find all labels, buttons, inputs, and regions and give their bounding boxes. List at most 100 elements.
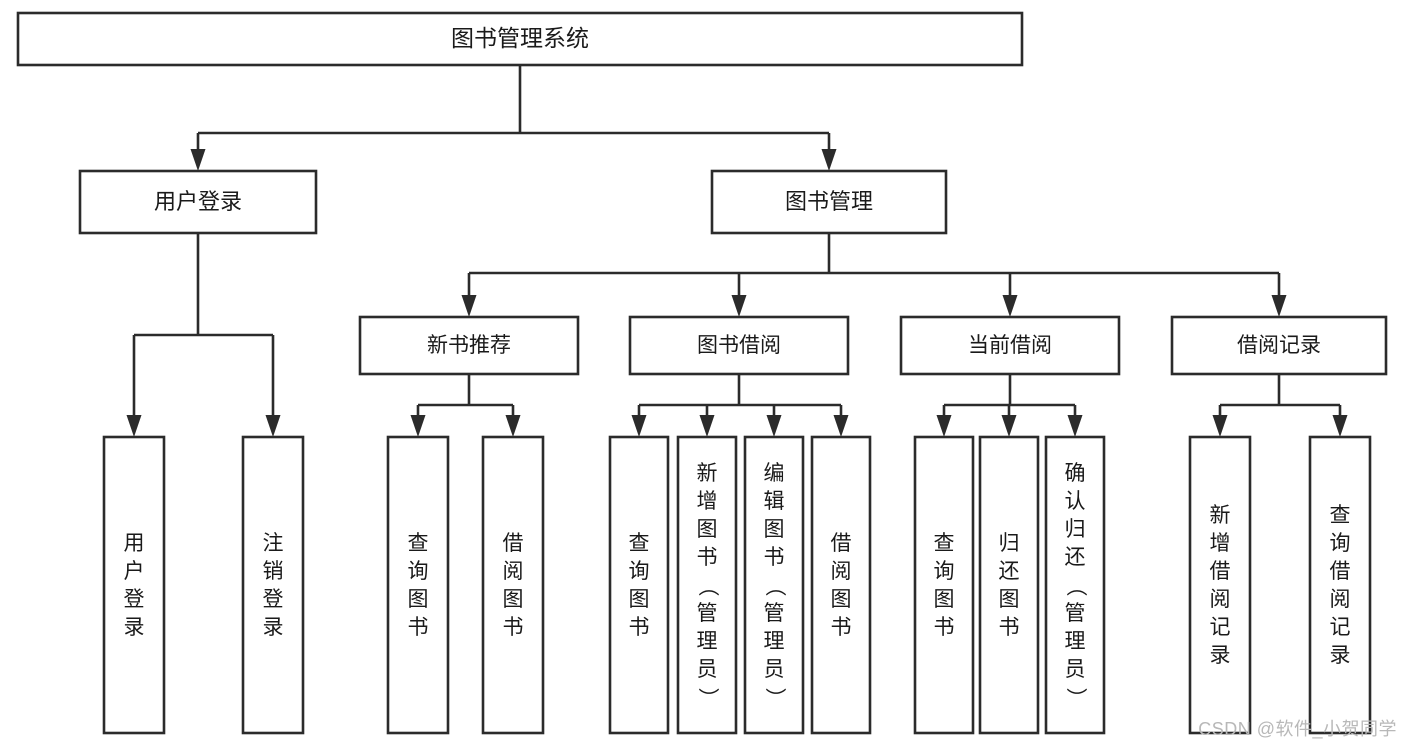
leaf-label-char: 阅: [831, 560, 852, 583]
node-level2-图书借阅[interactable]: 图书借阅: [628, 315, 850, 376]
leaf-label-char: （: [1064, 576, 1087, 597]
leaf-label-char: 理: [1065, 630, 1086, 653]
leaf-label-char: （: [763, 576, 786, 597]
node-box: [676, 435, 738, 735]
leaf-label-char: 登: [263, 588, 284, 611]
node-label: 用户登录: [154, 189, 242, 214]
leaf-label-char: 图: [408, 588, 429, 611]
leaf-label-char: 理: [764, 630, 785, 653]
node-level2-新书推荐[interactable]: 新书推荐: [358, 315, 580, 376]
leaf-label-char: ）: [1064, 688, 1087, 709]
leaf-label-char: 书: [999, 616, 1020, 639]
node-box: [1170, 315, 1388, 376]
leaf-label-char: 询: [408, 560, 429, 583]
leaf-label-char: 书: [503, 616, 524, 639]
leaf-label-char: 查: [934, 532, 955, 555]
node-label: 图书管理系统: [451, 25, 589, 51]
leaf-label-char: 借: [503, 532, 524, 555]
node-box: [913, 435, 975, 735]
node-level2-借阅记录[interactable]: 借阅记录: [1170, 315, 1388, 376]
leaf-label-char: 书: [697, 546, 718, 569]
node-box: [386, 435, 450, 735]
arrow-head-icon: [699, 415, 715, 437]
leaf-label-char: 记: [1210, 616, 1231, 639]
leaf-label-char: 登: [124, 588, 145, 611]
leaf-label-char: 图: [831, 588, 852, 611]
node-box: [358, 315, 580, 376]
leaf-label-char: 阅: [1210, 588, 1231, 611]
leaf-label-char: 借: [831, 532, 852, 555]
leaf-label-char: 员: [1065, 658, 1086, 681]
leaf-label-char: 书: [934, 616, 955, 639]
leaf-label-char: （: [696, 576, 719, 597]
node-label: 图书管理: [785, 189, 873, 214]
leaf-label-char: 询: [934, 560, 955, 583]
leaf-label-char: 管: [697, 602, 718, 625]
arrow-head-icon: [766, 415, 782, 437]
arrow-head-icon: [631, 415, 647, 437]
leaf-label-char: 询: [1330, 532, 1351, 555]
arrow-head-icon: [1212, 415, 1228, 437]
leaf-label-char: 管: [1065, 602, 1086, 625]
leaf-label-char: 图: [764, 518, 785, 541]
leaf-label-char: 记: [1330, 616, 1351, 639]
node-box: [241, 435, 305, 735]
leaf-label-char: 认: [1065, 490, 1086, 513]
node-box: [899, 315, 1121, 376]
leaf-label-char: 查: [408, 532, 429, 555]
node-label: 新书推荐: [427, 334, 511, 357]
node-box: [978, 435, 1040, 735]
arrow-head-icon: [1001, 415, 1017, 437]
leaf-label-char: ）: [696, 688, 719, 709]
leaf-label-char: 询: [629, 560, 650, 583]
leaf-label-char: 查: [629, 532, 650, 555]
leaf-label-char: 确: [1065, 462, 1086, 485]
leaf-label-char: 增: [697, 490, 718, 513]
arrow-head-icon: [505, 415, 521, 437]
node-box: [608, 435, 670, 735]
node-leaf-用户登录[interactable]: 用户登录: [102, 435, 166, 735]
node-box: [16, 11, 1024, 67]
leaf-label-char: 还: [1065, 546, 1086, 569]
node-level2-当前借阅[interactable]: 当前借阅: [899, 315, 1121, 376]
arrow-head-icon: [1067, 415, 1083, 437]
node-box: [481, 435, 545, 735]
leaf-label-char: 借: [1330, 560, 1351, 583]
leaf-label-char: 归: [999, 532, 1020, 555]
leaf-label-char: 查: [1330, 504, 1351, 527]
leaf-label-char: 员: [764, 658, 785, 681]
leaf-label-char: ）: [763, 688, 786, 709]
arrow-head-icon: [936, 415, 952, 437]
leaf-label-char: 用: [124, 532, 145, 555]
node-box: [743, 435, 805, 735]
leaf-label-char: 图: [999, 588, 1020, 611]
node-layer: 图书管理系统用户登录图书管理新书推荐图书借阅当前借阅借阅记录用户登录注销登录查询…: [16, 11, 1388, 735]
node-box: [102, 435, 166, 735]
leaf-label-char: 书: [408, 616, 429, 639]
arrow-head-icon: [833, 415, 849, 437]
leaf-label-char: 阅: [1330, 588, 1351, 611]
arrow-head-icon: [265, 415, 281, 437]
arrow-head-icon: [1332, 415, 1348, 437]
leaf-label-char: 录: [124, 616, 145, 639]
node-root-图书管理系统[interactable]: 图书管理系统: [16, 11, 1024, 67]
node-level1-用户登录[interactable]: 用户登录: [78, 169, 318, 235]
arrow-head-icon: [410, 415, 426, 437]
leaf-label-char: 书: [831, 616, 852, 639]
arrow-head-icon: [731, 295, 747, 317]
node-label: 图书借阅: [697, 334, 781, 357]
node-box: [628, 315, 850, 376]
node-level1-图书管理[interactable]: 图书管理: [710, 169, 948, 235]
